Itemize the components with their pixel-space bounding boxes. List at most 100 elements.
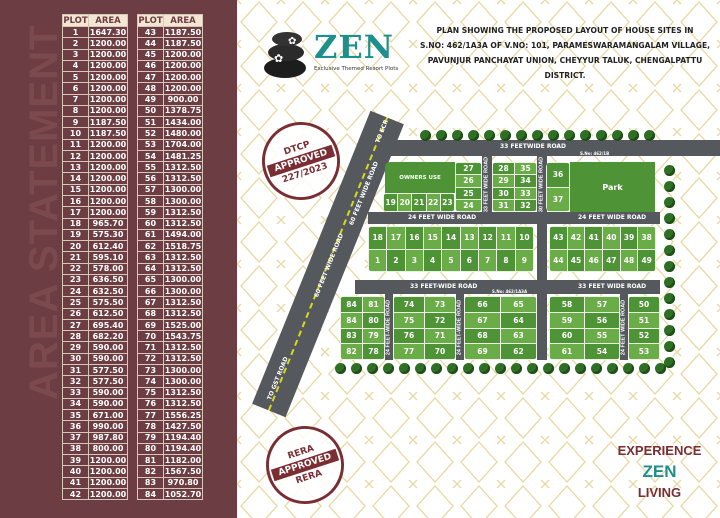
plot[interactable]: 59 xyxy=(550,312,584,328)
plot[interactable]: 76 xyxy=(394,328,424,344)
plot[interactable]: 52 xyxy=(629,328,659,344)
plot[interactable]: 35 xyxy=(515,163,536,175)
plot[interactable]: 4 xyxy=(424,249,442,271)
plot[interactable]: 22 xyxy=(426,194,440,211)
plot[interactable]: 30 xyxy=(493,187,514,199)
plot-area: 1434.00 xyxy=(163,116,203,129)
plot[interactable]: 31 xyxy=(493,199,514,211)
plot[interactable]: 54 xyxy=(585,344,619,359)
plot[interactable]: 46 xyxy=(585,249,602,271)
plot[interactable]: 80 xyxy=(363,312,384,328)
plot[interactable]: 83 xyxy=(341,328,362,344)
plot[interactable]: 5 xyxy=(442,249,460,271)
plot[interactable]: 48 xyxy=(620,249,638,271)
plot[interactable]: 21 xyxy=(412,194,426,211)
plot[interactable]: 70 xyxy=(425,344,455,359)
plot[interactable]: 38 xyxy=(638,227,655,249)
plot[interactable]: 53 xyxy=(629,344,659,359)
plot[interactable]: 64 xyxy=(501,312,536,328)
plot[interactable]: 36 xyxy=(547,163,569,187)
plot[interactable]: 73 xyxy=(425,297,455,312)
plot[interactable]: 29 xyxy=(493,175,514,187)
plot[interactable]: 49 xyxy=(638,249,655,271)
plot[interactable]: 1 xyxy=(369,249,387,271)
plot[interactable]: 34 xyxy=(515,175,536,187)
plot[interactable]: 68 xyxy=(465,328,500,344)
plot[interactable]: 84 xyxy=(341,312,362,328)
plot[interactable]: 3 xyxy=(405,249,423,271)
plot[interactable]: 51 xyxy=(629,312,659,328)
plot[interactable]: 18 xyxy=(369,227,387,249)
plot[interactable]: 19 xyxy=(384,194,398,211)
plot[interactable]: 82 xyxy=(341,344,362,359)
plot[interactable]: 71 xyxy=(425,328,455,344)
plot[interactable]: 16 xyxy=(405,227,423,249)
plot[interactable]: 81 xyxy=(363,297,384,312)
plot[interactable]: 74 xyxy=(394,297,424,312)
flower-icon: ✿ xyxy=(274,52,284,65)
tree-icon xyxy=(367,363,378,374)
plot[interactable]: 42 xyxy=(567,227,585,249)
plot[interactable]: 56 xyxy=(585,312,619,328)
plot[interactable]: 58 xyxy=(550,297,584,312)
plot[interactable]: 61 xyxy=(550,344,584,359)
plot[interactable]: 10 xyxy=(515,227,533,249)
plot[interactable]: 84 xyxy=(341,297,362,312)
tree-icon xyxy=(335,363,346,374)
plot[interactable]: 11 xyxy=(497,227,515,249)
plot[interactable]: 41 xyxy=(585,227,602,249)
road-label-v24a: 24 FEET-WIDE ROAD xyxy=(385,299,392,355)
plot[interactable]: 13 xyxy=(460,227,478,249)
plot[interactable]: 8 xyxy=(497,249,515,271)
plot[interactable]: 17 xyxy=(387,227,405,249)
plot[interactable]: 60 xyxy=(550,328,584,344)
logo-name: ZEN xyxy=(314,28,394,66)
plot[interactable]: 57 xyxy=(585,297,619,312)
plot[interactable]: 45 xyxy=(567,249,585,271)
plot[interactable]: 27 xyxy=(456,163,481,175)
plot[interactable]: 14 xyxy=(442,227,460,249)
plot[interactable]: 44 xyxy=(550,249,567,271)
plot[interactable]: 26 xyxy=(456,175,481,187)
tree-icon xyxy=(664,357,675,368)
tree-icon xyxy=(664,309,675,320)
plot[interactable]: 37 xyxy=(547,187,569,211)
plot[interactable]: 62 xyxy=(501,344,536,359)
plot[interactable]: 40 xyxy=(602,227,620,249)
plot[interactable]: 43 xyxy=(550,227,567,249)
plot[interactable]: 28 xyxy=(493,163,514,175)
tree-icon xyxy=(580,130,591,141)
plot[interactable]: 77 xyxy=(394,344,424,359)
plot[interactable]: 9 xyxy=(515,249,533,271)
plot[interactable]: 67 xyxy=(465,312,500,328)
plot[interactable]: 47 xyxy=(602,249,620,271)
plot[interactable]: 32 xyxy=(515,199,536,211)
plot[interactable]: 65 xyxy=(501,297,536,312)
plot[interactable]: 39 xyxy=(620,227,638,249)
plot[interactable]: 50 xyxy=(629,297,659,312)
plot[interactable]: 55 xyxy=(585,328,619,344)
plot[interactable]: 63 xyxy=(501,328,536,344)
road-label-v24c: 24 FEET WIDE ROAD xyxy=(620,299,627,355)
plot[interactable]: 12 xyxy=(479,227,497,249)
plot[interactable]: 7 xyxy=(479,249,497,271)
plot[interactable]: 25 xyxy=(456,187,481,199)
plot[interactable]: 15 xyxy=(424,227,442,249)
plot[interactable]: 6 xyxy=(460,249,478,271)
plot[interactable]: 66 xyxy=(465,297,500,312)
plot[interactable]: 79 xyxy=(363,328,384,344)
plot[interactable]: 20 xyxy=(398,194,412,211)
plot[interactable]: 23 xyxy=(440,194,454,211)
plot[interactable]: 33 xyxy=(515,187,536,199)
plot[interactable]: 72 xyxy=(425,312,455,328)
plot[interactable]: 24 xyxy=(456,199,481,211)
plot[interactable]: 78 xyxy=(363,344,384,359)
plot[interactable]: 75 xyxy=(394,312,424,328)
plot[interactable]: 69 xyxy=(465,344,500,359)
plot[interactable]: 2 xyxy=(387,249,405,271)
